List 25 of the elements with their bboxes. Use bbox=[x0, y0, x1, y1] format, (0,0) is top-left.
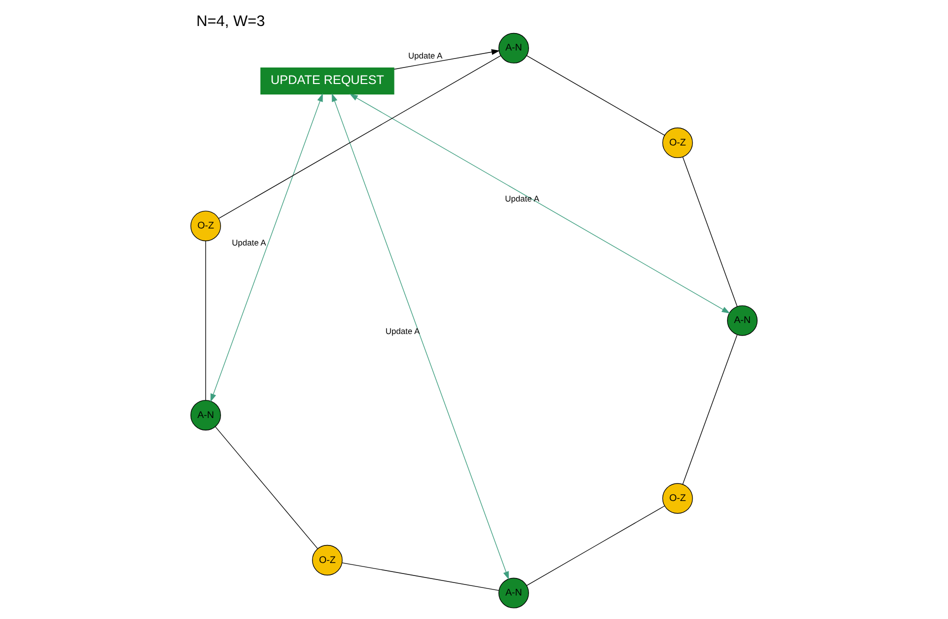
arrow bbox=[349, 94, 730, 314]
node-circle: O-Z bbox=[662, 128, 693, 158]
node-circle: O-Z bbox=[662, 483, 693, 514]
node-circle: A-N bbox=[727, 305, 758, 336]
connector bbox=[526, 506, 665, 586]
node-circle: A-N bbox=[190, 400, 221, 430]
node-circle: A-N bbox=[498, 578, 529, 608]
arrow bbox=[394, 49, 500, 70]
diagram-title: N=4, W=3 bbox=[196, 13, 265, 30]
connector bbox=[205, 240, 206, 400]
connector bbox=[682, 334, 738, 485]
edge-label: Update A bbox=[505, 193, 540, 204]
edge-label: Update A bbox=[408, 50, 442, 60]
node-circle: O-Z bbox=[312, 544, 343, 576]
edge-label: Update A bbox=[232, 237, 266, 248]
node-box: UPDATE REQUEST bbox=[260, 67, 394, 95]
connector bbox=[214, 426, 318, 549]
node-circle: A-N bbox=[498, 32, 529, 64]
arrow bbox=[332, 93, 509, 580]
connector bbox=[526, 55, 665, 136]
connector bbox=[342, 562, 500, 591]
arrow bbox=[210, 93, 323, 402]
node-circle: O-Z bbox=[190, 210, 221, 242]
connector bbox=[682, 156, 738, 307]
connector bbox=[218, 55, 501, 219]
